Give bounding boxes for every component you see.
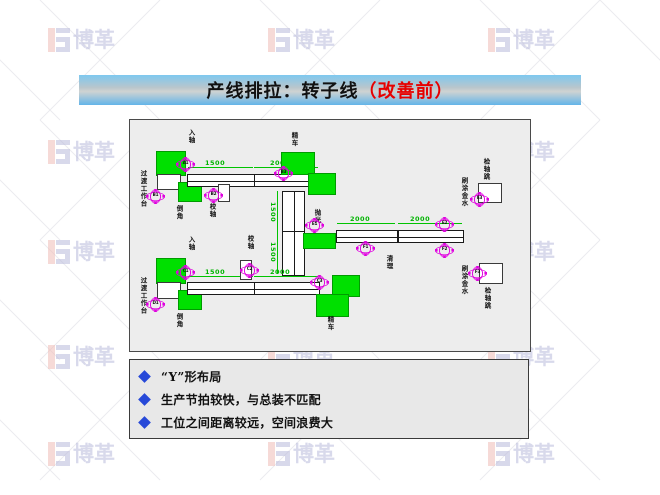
bullet-item: “Y”形布局 (130, 368, 528, 385)
operator-E2: E2 (441, 220, 448, 225)
watermark-brand: 博革 (73, 441, 115, 466)
bg-logo-mark-icon (268, 28, 290, 52)
bg-logo-mark-icon (488, 28, 510, 52)
watermark-brand: 博革 (513, 27, 555, 52)
operator-B1: B1 (152, 192, 159, 197)
operator-D1: D1 (152, 300, 159, 305)
bullet-text: “Y”形布局 (161, 369, 222, 384)
bullet-item: 生产节拍较快，与总装不匹配 (130, 391, 528, 408)
watermark-brand: 博革 (73, 344, 115, 369)
bullet-text: 生产节拍较快，与总装不匹配 (161, 392, 321, 407)
watermark-logo: 博革 (48, 240, 115, 264)
watermark-brand: 博革 (73, 239, 115, 264)
watermark-logo: 博革 (488, 28, 555, 52)
bg-logo-mark-icon (48, 442, 70, 466)
page-title: 产线排拉：转子线（改善前） (207, 77, 454, 103)
operator-E1: E1 (311, 221, 318, 226)
bullet-text: 工位之间距离较远，空间浪费大 (161, 415, 334, 430)
watermark-logo: 博革 (48, 442, 115, 466)
watermark-logo: 博革 (48, 28, 115, 52)
bg-logo-mark-icon (48, 28, 70, 52)
operator-C2: C2 (246, 266, 253, 271)
observations-panel: “Y”形布局 生产节拍较快，与总装不匹配 工位之间距离较远，空间浪费大 (129, 359, 529, 439)
bg-logo-mark-icon (48, 140, 70, 164)
watermark-brand: 博革 (513, 441, 555, 466)
operator-B2: B2 (210, 191, 217, 196)
slide-title-banner: 产线排拉：转子线（改善前） (79, 75, 581, 105)
operator-F1: F1 (362, 244, 369, 249)
bullet-item: 工位之间距离较远，空间浪费大 (130, 414, 528, 431)
diamond-bullet-icon (138, 369, 151, 383)
watermark-logo: 博革 (268, 442, 335, 466)
operator-E3: E3 (476, 195, 483, 200)
watermark-brand: 博革 (73, 139, 115, 164)
watermark-brand: 博革 (293, 27, 335, 52)
operator-C1: C1 (182, 268, 189, 273)
watermark-brand: 博革 (293, 441, 335, 466)
operator-F2: F2 (441, 246, 448, 251)
operator-A1: A1 (182, 160, 189, 165)
watermark-logo: 博革 (48, 345, 115, 369)
diamond-bullet-icon (138, 415, 151, 429)
page-title-highlight: （改善前） (358, 81, 454, 102)
watermark-logo: 博革 (268, 28, 335, 52)
page-title-main: 产线排拉：转子线 (206, 81, 359, 102)
watermark-logo: 博革 (48, 140, 115, 164)
diamond-bullet-icon (138, 392, 151, 406)
bg-logo-mark-icon (268, 442, 290, 466)
operator-F3: F3 (474, 269, 481, 274)
watermark-brand: 博革 (73, 27, 115, 52)
bg-logo-mark-icon (48, 345, 70, 369)
operator-symbols-layer (145, 156, 490, 313)
watermark-logo: 博革 (488, 442, 555, 466)
operator-C3: C3 (316, 278, 323, 283)
bg-logo-mark-icon (488, 442, 510, 466)
layout-diagram-panel: 过渡工作台 入轴 倒角 1500 2000 校轴 精车 1500 1500 抛光… (129, 119, 531, 352)
layout-diagram-canvas: 过渡工作台 入轴 倒角 1500 2000 校轴 精车 1500 1500 抛光… (130, 120, 530, 351)
bg-logo-mark-icon (48, 240, 70, 264)
operator-B3: B3 (280, 169, 287, 174)
